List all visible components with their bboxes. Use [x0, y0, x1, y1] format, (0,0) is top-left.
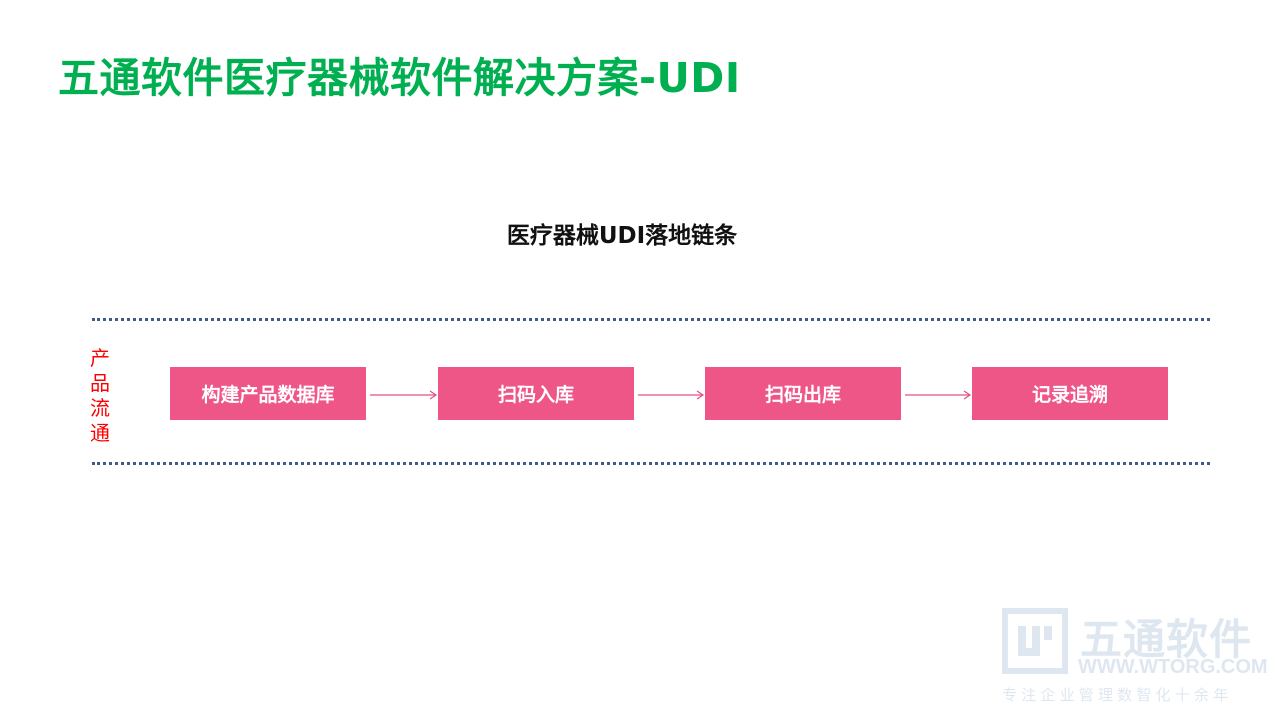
watermark-url: WWW.WTORG.COM: [1078, 656, 1268, 678]
company-logo-icon: [1002, 608, 1068, 674]
side-label-char: 品: [90, 371, 110, 395]
arrow-right-icon: [370, 390, 438, 400]
product-circulation-label: 产 品 流 通: [86, 346, 114, 446]
watermark-slogan: 专注企业管理数智化十余年: [1002, 686, 1233, 704]
slide-title: 五通软件医疗器械软件解决方案-UDI: [58, 54, 741, 102]
side-label-char: 流: [90, 396, 110, 420]
chain-subtitle: 医疗器械UDI落地链条: [506, 223, 738, 249]
flow-step-scan-inbound: 扫码入库: [438, 367, 634, 420]
side-label-char: 产: [90, 346, 110, 370]
company-watermark: 五通软件 WWW.WTORG.COM 专注企业管理数智化十余年: [1000, 604, 1268, 714]
side-label-char: 通: [90, 421, 110, 445]
dotted-divider-bottom: [92, 462, 1210, 465]
flow-step-record-trace: 记录追溯: [972, 367, 1168, 420]
arrow-right-icon: [638, 390, 705, 400]
flow-step-build-database: 构建产品数据库: [170, 367, 366, 420]
arrow-right-icon: [905, 390, 972, 400]
watermark-company-name: 五通软件: [1080, 615, 1253, 664]
dotted-divider-top: [92, 318, 1210, 321]
flow-step-scan-outbound: 扫码出库: [705, 367, 901, 420]
